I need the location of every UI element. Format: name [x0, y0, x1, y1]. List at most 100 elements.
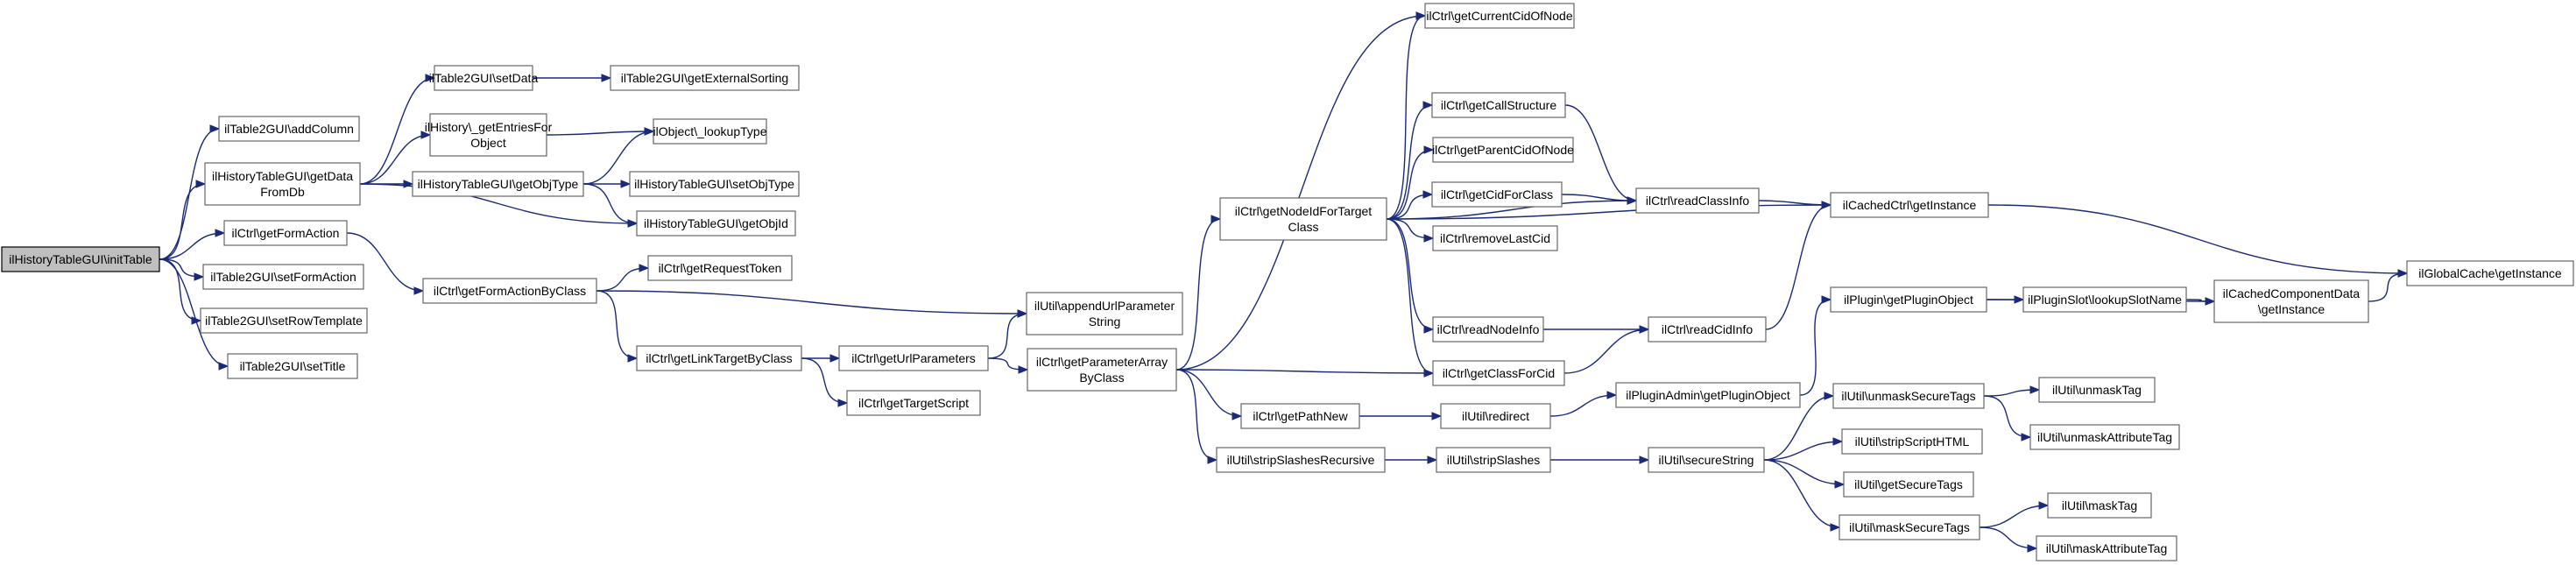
node-setObjType[interactable]: ilHistoryTableGUI\setObjType	[629, 171, 800, 197]
node-box	[1615, 382, 1801, 408]
node-getFormActionByClass[interactable]: ilCtrl\getFormActionByClass	[422, 278, 597, 304]
edge-getDataFromDb-to-getObjId	[359, 183, 638, 224]
node-unmaskAttributeTag[interactable]: ilUtil\unmaskAttributeTag	[2029, 424, 2180, 450]
node-getPluginObject[interactable]: ilPluginAdmin\getPluginObject	[1615, 382, 1801, 408]
arrowhead	[1415, 11, 1427, 20]
arrowhead	[1017, 309, 1028, 318]
node-label: ilCtrl\getUrlParameters	[851, 351, 976, 365]
node-box	[434, 65, 533, 91]
node-label: ilPluginSlot\lookupSlotName	[2028, 293, 2182, 307]
node-label: ilPluginAdmin\getPluginObject	[1626, 388, 1790, 402]
node-redirect[interactable]: ilUtil\redirect	[1440, 403, 1551, 429]
edge-secureString-to-getSecureTags	[1763, 459, 1845, 485]
edge-getNodeIdForTargetClass-to-getClassForCid	[1386, 218, 1434, 374]
node-box	[1830, 192, 1989, 218]
node-addColumn[interactable]: ilTable2GUI\addColumn	[218, 116, 360, 142]
node-getFormAction[interactable]: ilCtrl\getFormAction	[223, 220, 348, 246]
node-label: ilCtrl\readClassInfo	[1646, 194, 1749, 208]
arrowhead	[215, 229, 226, 237]
node-cachedCtrlGetInstance[interactable]: ilCachedCtrl\getInstance	[1830, 192, 1989, 218]
arrowhead	[620, 180, 632, 188]
node-getObjType[interactable]: ilHistoryTableGUI\getObjType	[412, 171, 584, 197]
arrowhead	[420, 131, 432, 139]
node-maskSecureTags[interactable]: ilUtil\maskSecureTags	[1838, 514, 1980, 540]
node-label: ilUtil\appendUrlParameter	[1034, 299, 1175, 313]
node-unmaskTag[interactable]: ilUtil\unmaskTag	[2038, 377, 2156, 403]
arrowhead	[1824, 392, 1835, 400]
node-label: ilCachedCtrl\getInstance	[1843, 198, 1977, 212]
node-box	[218, 116, 360, 142]
node-getParentCidOfNode[interactable]: ilCtrl\getParentCidOfNode	[1432, 137, 1574, 163]
node-getTargetScript[interactable]: ilCtrl\getTargetScript	[846, 390, 981, 416]
edge-getFormActionByClass-to-getLinkTargetByClass	[596, 290, 638, 359]
node-getPathNew[interactable]: ilCtrl\getPathNew	[1240, 403, 1360, 429]
node-setData[interactable]: ilTable2GUI\setData	[429, 65, 539, 91]
arrowhead	[1018, 365, 1029, 374]
node-unmaskSecureTags[interactable]: ilUtil\unmaskSecureTags	[1832, 383, 1985, 409]
node-box	[227, 353, 358, 379]
node-maskTag[interactable]: ilUtil\maskTag	[2047, 492, 2152, 519]
edge-getParameterArrayByClass-to-getNodeIdForTargetClass	[1175, 218, 1221, 371]
edge-readCidInfo-to-cachedCtrlGetInstance	[1765, 204, 1831, 330]
edge-initTable-to-getFormAction	[159, 232, 225, 260]
node-box	[2029, 424, 2180, 450]
edge-unmaskSecureTags-to-unmaskAttributeTag	[1983, 395, 2031, 438]
node-box	[1832, 383, 1985, 409]
node-setFormAction[interactable]: ilTable2GUI\setFormAction	[202, 264, 364, 290]
node-getSecureTags[interactable]: ilUtil\getSecureTags	[1843, 471, 1974, 498]
node-box	[1431, 181, 1563, 208]
arrowhead	[1422, 190, 1434, 199]
node-box	[1436, 447, 1551, 473]
node-readCidInfo[interactable]: ilCtrl\readCidInfo	[1648, 316, 1767, 343]
edge-getNodeIdForTargetClass-to-getCurrentCidOfNode	[1386, 15, 1426, 220]
node-label: FromDb	[260, 185, 305, 199]
node-setTitle[interactable]: ilTable2GUI\setTitle	[227, 353, 358, 379]
node-getCurrentCidOfNode[interactable]: ilCtrl\getCurrentCidOfNode	[1424, 3, 1575, 29]
node-label: ilGlobalCache\getInstance	[2418, 266, 2562, 280]
node-box	[204, 162, 361, 206]
node-cachedComponentGetInstance[interactable]: ilCachedComponentData\getInstance	[2213, 279, 2369, 323]
node-getUrlParameters[interactable]: ilCtrl\getUrlParameters	[838, 345, 989, 371]
node-getCallStructure[interactable]: ilCtrl\getCallStructure	[1431, 92, 1566, 118]
edge-cachedComponentGetInstance-to-globalCacheGetInstance	[2368, 272, 2408, 302]
node-getExternalSorting[interactable]: ilTable2GUI\getExternalSorting	[610, 65, 800, 91]
node-label: ilCtrl\getFormActionByClass	[434, 284, 586, 298]
node-label: ilTable2GUI\setRowTemplate	[205, 314, 363, 328]
node-pluginGetPluginObject[interactable]: ilPlugin\getPluginObject	[1830, 286, 1987, 313]
arrowhead	[218, 362, 229, 371]
node-stripSlashes[interactable]: ilUtil\stripSlashes	[1436, 447, 1551, 473]
node-label: ilUtil\stripScriptHTML	[1855, 434, 1970, 448]
arrowhead	[2029, 385, 2041, 394]
node-label: ilTable2GUI\addColumn	[224, 122, 354, 136]
node-readNodeInfo[interactable]: ilCtrl\readNodeInfo	[1432, 316, 1544, 343]
node-stripSlashesRecursive[interactable]: ilUtil\stripSlashesRecursive	[1216, 447, 1386, 473]
node-getCidForClass[interactable]: ilCtrl\getCidForClass	[1431, 181, 1563, 208]
node-lookupType[interactable]: ilObject\_lookupType	[653, 118, 767, 145]
node-maskAttributeTag[interactable]: ilUtil\maskAttributeTag	[2036, 535, 2177, 561]
node-getClassForCid[interactable]: ilCtrl\getClassForCid	[1432, 360, 1565, 386]
node-readClassInfo[interactable]: ilCtrl\readClassInfo	[1635, 187, 1760, 214]
node-getRequestToken[interactable]: ilCtrl\getRequestToken	[647, 255, 793, 281]
edge-getPluginObject-to-pluginGetPluginObject	[1799, 299, 1831, 396]
node-getObjId[interactable]: ilHistoryTableGUI\getObjId	[636, 210, 796, 237]
edge-getParameterArrayByClass-to-getPathNew	[1175, 369, 1242, 417]
node-globalCacheGetInstance[interactable]: ilGlobalCache\getInstance	[2406, 260, 2574, 286]
node-box	[1841, 428, 1983, 455]
node-box	[412, 171, 584, 197]
edge-initTable-to-setRowTemplate	[159, 258, 201, 321]
node-box	[422, 278, 597, 304]
arrowhead	[1821, 295, 1832, 304]
node-lookupSlotName[interactable]: ilPluginSlot\lookupSlotName	[2022, 286, 2187, 313]
node-initTable[interactable]: ilHistoryTableGUI\initTable	[1, 246, 160, 272]
node-stripScriptHTML[interactable]: ilUtil\stripScriptHTML	[1841, 428, 1983, 455]
node-setRowTemplate[interactable]: ilTable2GUI\setRowTemplate	[200, 307, 368, 334]
node-getLinkTargetByClass[interactable]: ilCtrl\getLinkTargetByClass	[636, 345, 802, 371]
edge-maskSecureTags-to-maskTag	[1979, 505, 2049, 528]
node-secureString[interactable]: ilUtil\secureString	[1648, 447, 1765, 473]
node-removeLastCid[interactable]: ilCtrl\removeLastCid	[1432, 225, 1558, 251]
